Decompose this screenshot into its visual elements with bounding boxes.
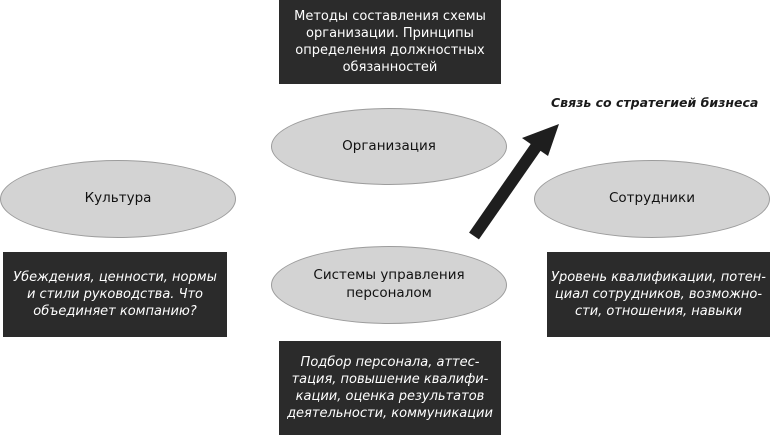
- employees-description-box: Уровень квалификации, потен- циал сотруд…: [547, 252, 770, 337]
- hr-systems-description-line: деятельности, коммуникации: [287, 406, 493, 422]
- culture-description-line: Убеждения, ценности, нормы: [13, 269, 217, 285]
- culture-description-box: Убеждения, ценности, нормы и стили руков…: [3, 252, 227, 337]
- organization-node-label: Организация: [342, 137, 436, 154]
- hr-systems-node: Системы управления персоналом: [271, 246, 507, 324]
- culture-description-line: и стили руководства. Что: [26, 286, 204, 302]
- employees-description-line: циал сотрудников, возможно-: [554, 286, 763, 302]
- culture-description-line: объединяет компанию?: [33, 304, 197, 320]
- culture-node: Культура: [0, 160, 236, 238]
- employees-description-line: Уровень квалификации, потен-: [551, 269, 766, 285]
- organization-node: Организация: [271, 108, 507, 185]
- hr-systems-description-box: Подбор персонала, аттес- тация, повышени…: [279, 341, 501, 435]
- organization-description-line: Методы составления схемы: [294, 8, 486, 24]
- organization-description-line: определения должностных: [295, 43, 485, 58]
- culture-node-label: Культура: [84, 190, 152, 207]
- organization-description-line: организации. Принципы: [306, 25, 474, 41]
- organization-description-line: обязанностей: [342, 60, 438, 76]
- employees-node-label: Сотрудники: [609, 190, 695, 207]
- organization-description-box: Методы составления схемы организации. Пр…: [279, 0, 501, 84]
- hr-systems-node-label: Системы управления персоналом: [313, 267, 465, 301]
- employees-description-line: сти, отношения, навыки: [574, 304, 743, 320]
- strategy-title: Связь со стратегией бизнеса: [551, 95, 759, 110]
- employees-node: Сотрудники: [534, 160, 770, 238]
- hr-systems-description-line: кации, оценка результатов: [295, 389, 485, 404]
- hr-systems-description-line: Подбор персонала, аттес-: [300, 354, 480, 370]
- hr-systems-description-line: тация, повышение квалифи-: [291, 371, 489, 387]
